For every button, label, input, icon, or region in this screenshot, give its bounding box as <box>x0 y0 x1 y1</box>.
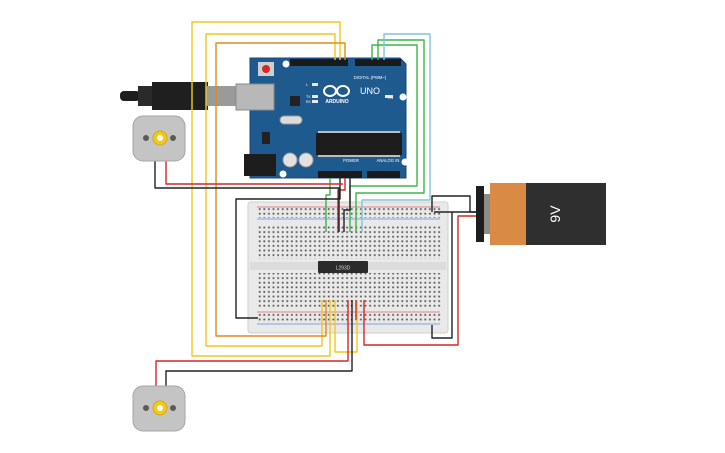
ic-label: L293D <box>336 266 351 272</box>
tx-label: TX <box>306 95 311 99</box>
l293d-ic[interactable]: L293D <box>318 261 368 273</box>
wires <box>154 21 478 388</box>
analog-label: ANALOG IN <box>377 158 400 163</box>
reset-button[interactable] <box>262 65 270 73</box>
dc-motor-bottom[interactable] <box>132 385 186 432</box>
dc-motor-top[interactable] <box>132 115 186 162</box>
arduino-brand: ARDUINO <box>325 99 348 105</box>
power-label: POWER <box>343 158 359 163</box>
arduino-logo-icon <box>323 85 350 97</box>
battery-label: 9V <box>547 205 563 223</box>
arduino-model: UNO <box>360 86 380 96</box>
arduino-uno[interactable]: DIGITAL (PWM~) ARDUINO UNO L TX RX ON PO… <box>120 57 409 179</box>
battery-9v[interactable]: 9V <box>476 183 606 245</box>
digital-label: DIGITAL (PWM~) <box>354 75 387 80</box>
rx-label: RX <box>306 100 312 104</box>
usb-cable <box>120 82 236 110</box>
l-label: L <box>306 83 308 87</box>
